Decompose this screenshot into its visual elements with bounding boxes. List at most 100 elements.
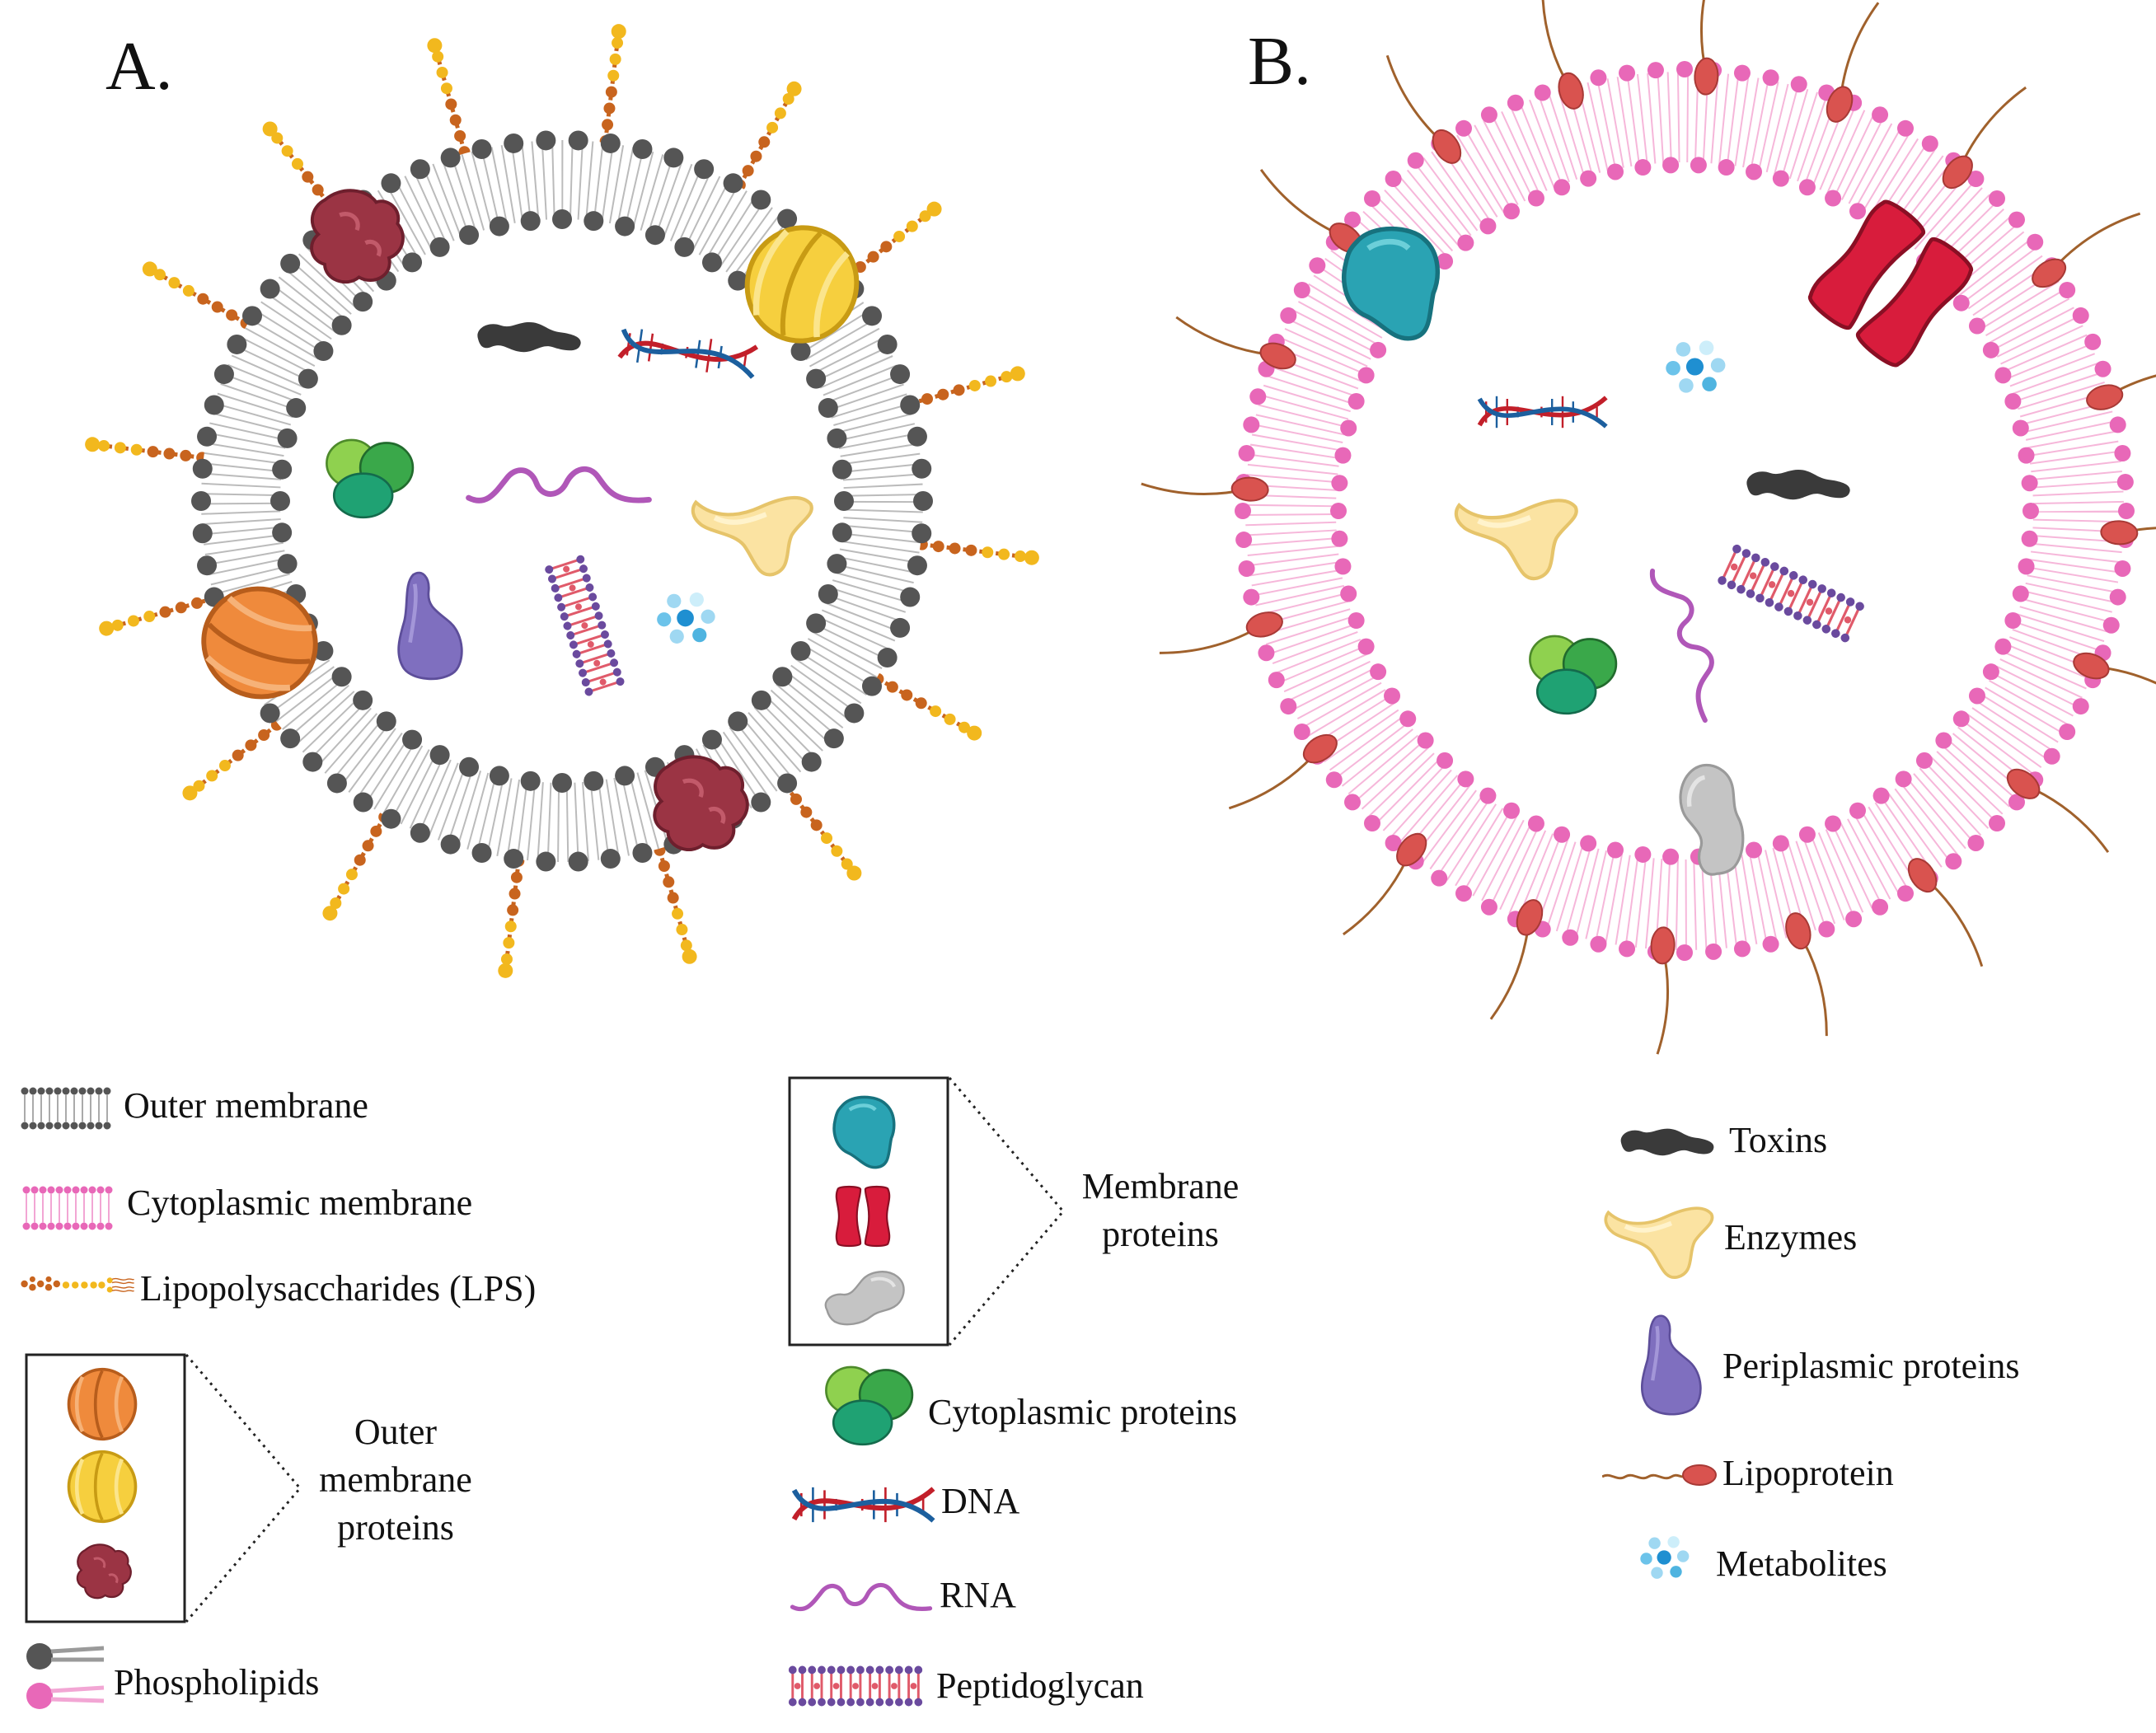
legend-enzymes-label: Enzymes [1724, 1217, 1857, 1258]
phospholipid-head [1238, 560, 1255, 577]
phospholipid-head [1455, 885, 1472, 902]
toxin-icon [1620, 1128, 1714, 1156]
phospholipid-head [1606, 841, 1624, 859]
phospholipid-head [78, 1122, 87, 1130]
lps-sugar [906, 220, 918, 232]
legend-omp-line2: membrane [319, 1459, 472, 1500]
lps-sugar [436, 66, 448, 78]
phospholipid-head [80, 1186, 88, 1194]
phospholipid-head [21, 1122, 29, 1130]
phospholipid-head [818, 398, 838, 419]
phospholipid-head [1407, 152, 1424, 169]
lps-sugar [432, 50, 444, 63]
omp-orange-icon [69, 1370, 136, 1440]
lps-sugar [967, 725, 982, 741]
lps-sugar [312, 184, 324, 196]
phospholipid-head [241, 306, 262, 326]
lps-sugar [667, 892, 679, 904]
phospholipid-head [63, 1222, 72, 1230]
phospholipid-head [402, 729, 423, 750]
lps-sugar [609, 53, 621, 65]
lps-sugar [197, 293, 209, 305]
phospholipid-head [1798, 826, 1816, 843]
lps-sugar [182, 785, 198, 801]
phospholipid-head [331, 667, 352, 687]
lps-sugar [232, 749, 244, 761]
phospholipid-head [520, 211, 541, 232]
phospholipid-head [1348, 612, 1365, 630]
lps-sugar [302, 171, 314, 183]
enzyme-icon [1605, 1208, 1712, 1277]
phospholipid-head [376, 711, 396, 732]
legend-metabolites-label: Metabolites [1716, 1543, 1887, 1584]
lps-sugar [510, 871, 523, 883]
phospholipid-head [1580, 835, 1597, 852]
phospholipid-head [260, 279, 280, 299]
phospholipid-head [2012, 419, 2029, 437]
membrane-b-lipid-tails [1245, 72, 2124, 950]
phospholipid-head [912, 523, 932, 544]
lps-sugar [85, 437, 101, 452]
lps-sugar [766, 121, 779, 133]
phospholipid-head [30, 1186, 39, 1194]
lps-sugar [362, 840, 374, 852]
phospholipid-head [663, 148, 684, 168]
phospholipid-head [72, 1222, 80, 1230]
phospholipid-head [1619, 940, 1636, 958]
phospholipid-head [1534, 84, 1551, 101]
phospholipid-head [381, 808, 401, 829]
peptidoglycan-icon [787, 1665, 924, 1707]
phospholipid-head [1849, 802, 1866, 819]
phospholipid-head [1818, 920, 1835, 938]
lps-sugar [445, 98, 457, 110]
phospholipid-head [536, 130, 556, 151]
phospholipid-head [1895, 770, 1912, 788]
phospholipid-head [1606, 163, 1624, 180]
lps-sugar [507, 904, 519, 916]
lps-sugar [258, 728, 270, 741]
phospholipid-head [1293, 282, 1310, 298]
phospholipid-head [1417, 732, 1434, 749]
lipoprotein-body [2073, 652, 2110, 680]
lps-sugar [880, 241, 893, 253]
legend-outer-membrane-proteins: Outer membrane proteins [25, 1353, 472, 1623]
phospholipid-head [440, 834, 461, 855]
phospholipid-head [790, 341, 811, 362]
phospholipid-head [78, 1087, 87, 1095]
lps-sugar [206, 770, 218, 782]
lps-sugar [932, 541, 944, 553]
phospholipid-head [47, 1186, 55, 1194]
phospholipid-head [37, 1087, 45, 1095]
phospholipid-head [723, 173, 743, 194]
phospholipid-head [197, 555, 218, 576]
phospholipid-head [1479, 218, 1497, 235]
phospholipid-head [1384, 687, 1401, 705]
lipoprotein-body [1516, 899, 1544, 936]
phospholipid-head [80, 1222, 88, 1230]
phospholipid-head [105, 1186, 113, 1194]
legend-toxins-label: Toxins [1729, 1120, 1827, 1160]
phospholipid-head [1897, 885, 1914, 902]
lps-sugar [750, 150, 762, 162]
phospholipid-head [1280, 307, 1297, 324]
phospholipid-head [728, 711, 748, 732]
phospholipid-head [272, 522, 293, 543]
phospholipid-head [1676, 61, 1693, 77]
lps-sugar [99, 621, 115, 636]
lps-sugar [658, 860, 670, 873]
phospholipid-head [1455, 119, 1472, 137]
legend-cytoplasmic-membrane-label: Cytoplasmic membrane [127, 1183, 472, 1223]
membrane-proteins-box [788, 1076, 949, 1347]
lps-sugar [147, 446, 159, 458]
phospholipid-head [2059, 724, 2076, 740]
lps-sugar [449, 114, 462, 126]
phospholipid-head [1825, 190, 1842, 207]
phospholipid-head [844, 703, 865, 724]
phospholipid-head [877, 648, 898, 668]
phospholipid-head [353, 690, 373, 710]
phospholipid-head [410, 822, 430, 843]
omp-maroon-icon [312, 190, 403, 282]
phospholipid-head [45, 1087, 54, 1095]
lps-sugar [921, 393, 934, 405]
phospholipid-head [280, 253, 301, 274]
